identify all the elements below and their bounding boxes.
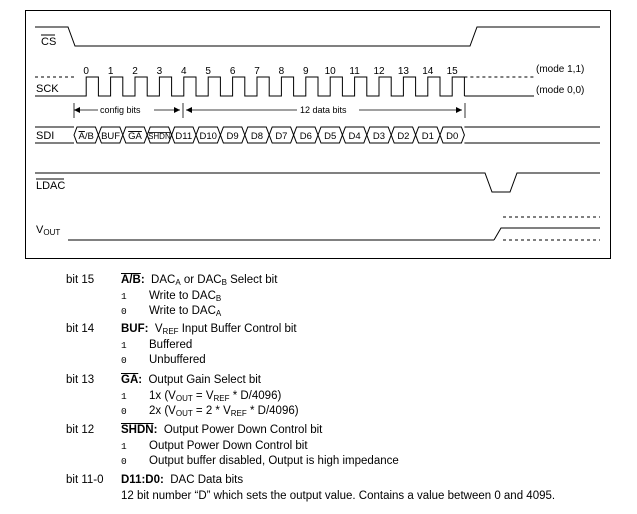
clock-number: 14: [422, 66, 434, 77]
bit-value-text: Output buffer disabled, Output is high i…: [149, 455, 399, 467]
sdi-bit-label: A/B: [79, 131, 94, 142]
clock-number: 8: [279, 66, 285, 77]
bit-title: GA: Output Gain Select bit: [121, 374, 261, 386]
bit-number: bit 15: [66, 274, 95, 286]
sdi-bit-label: D9: [227, 131, 239, 142]
clock-number: 2: [132, 66, 138, 77]
sdi-bit-label: D11: [175, 131, 192, 142]
bit-value: 0: [121, 306, 127, 317]
clock-number: 13: [398, 66, 410, 77]
bit-value-text: 1x (VOUT = VREF * D/4096): [149, 390, 282, 403]
mode-label-00: (mode 0,0): [536, 85, 584, 96]
sdi-bit-label: D3: [373, 131, 385, 142]
bit-value: 0: [121, 406, 127, 417]
bit-number: bit 12: [66, 424, 95, 436]
clock-number: 4: [181, 66, 187, 77]
sck-clock-pulses: [74, 76, 465, 97]
bit-value: 0: [121, 355, 127, 366]
bit-title: A/B: DACA or DACB Select bit: [121, 274, 278, 287]
sdi-waveform: A/B BUF GA SHDN D11 D10 D9 D8 D7 D6 D5 D4 D3 D2 D1 D0: [35, 126, 600, 144]
sdi-bit-label: D1: [422, 131, 434, 142]
clock-number: 9: [303, 66, 309, 77]
ldac-label: LDAC: [36, 180, 65, 192]
clock-number: 3: [157, 66, 163, 77]
bit-value-text: Write to DACB: [149, 290, 222, 303]
ldac-waveform: [35, 172, 600, 193]
bit-value-text: 2x (VOUT = 2 * VREF * D/4096): [149, 405, 299, 418]
clock-number: 6: [230, 66, 236, 77]
vout-rise: [493, 227, 600, 241]
sck-waveform: [35, 76, 534, 97]
bit-group-brackets: config bits 12 data bits: [73, 103, 466, 118]
bit-title: D11:D0: DAC Data bits: [121, 474, 244, 486]
bit-title: SHDN: Output Power Down Control bit: [121, 424, 323, 436]
bit-descriptions: bit 15 A/B: DACA or DACB Select bit 1 Wr…: [0, 262, 637, 514]
bit-value: 0: [121, 456, 127, 467]
sdi-label: SDI: [36, 130, 54, 142]
bit-number: bit 13: [66, 374, 95, 386]
bit-value-text: Write to DACA: [149, 305, 222, 318]
sdi-bit-label: GA: [128, 131, 142, 142]
mode-label-11: (mode 1,1): [536, 64, 584, 75]
sdi-bit-label: D10: [199, 131, 216, 142]
cs-label: CS: [41, 36, 56, 48]
sdi-bit-label: SHDN: [148, 132, 171, 141]
cs-waveform: [35, 26, 600, 47]
bit-value-text: Unbuffered: [149, 354, 206, 366]
sdi-bit-label: D2: [397, 131, 409, 142]
bit-value: 1: [121, 340, 127, 351]
sdi-bit-label: D5: [324, 131, 336, 142]
clock-number: 10: [325, 66, 337, 77]
sdi-bit-label: D8: [251, 131, 263, 142]
sdi-bit-label: D7: [275, 131, 287, 142]
data-bits-label: 12 data bits: [300, 105, 347, 115]
sdi-bit-cell: [439, 126, 465, 144]
vout-label: VOUT: [36, 224, 60, 237]
sdi-bit-label: D0: [446, 131, 458, 142]
bit-value: 1: [121, 391, 127, 402]
clock-number: 0: [83, 66, 89, 77]
clock-number: 1: [108, 66, 114, 77]
bit-number: bit 14: [66, 323, 95, 335]
bit-note: 12 bit number “D” which sets the output …: [121, 490, 556, 502]
config-bits-label: config bits: [100, 105, 141, 115]
bit-value: 1: [121, 441, 127, 452]
clock-number: 15: [447, 66, 459, 77]
bit-value: 1: [121, 291, 127, 302]
bit-value-text: Output Power Down Control bit: [149, 440, 308, 452]
sdi-bit-label: BUF: [101, 131, 120, 142]
bit-title: BUF: VREF Input Buffer Control bit: [121, 323, 297, 336]
sck-label: SCK: [36, 83, 59, 95]
clock-number: 7: [254, 66, 260, 77]
clock-number: 11: [349, 66, 360, 77]
clock-number: 5: [205, 66, 211, 77]
bit-number: bit 11-0: [66, 474, 104, 486]
sdi-bit-label: D4: [349, 131, 361, 142]
clock-number: 12: [373, 66, 385, 77]
bit-value-text: Buffered: [149, 339, 193, 351]
sdi-bit-label: D6: [300, 131, 312, 142]
